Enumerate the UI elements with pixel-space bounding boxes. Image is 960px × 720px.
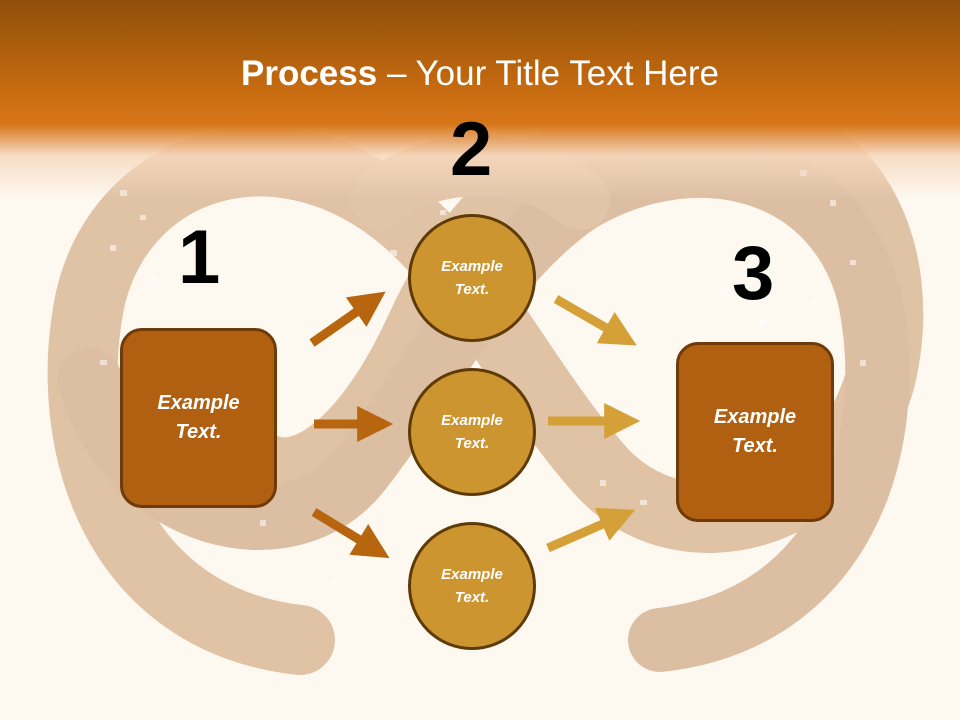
step-1-label: Example Text. xyxy=(157,392,240,443)
arrow-1-to-2a xyxy=(309,291,386,347)
step-1-number: 1 xyxy=(178,215,221,300)
step-1-box: Example Text. xyxy=(120,328,277,508)
arrow-2a-to-3 xyxy=(553,295,637,346)
title-band xyxy=(0,0,960,200)
step-2-circle-3: Example Text. xyxy=(408,522,536,650)
arrow-1-to-2c xyxy=(311,508,390,559)
step-2-circle-1: Example Text. xyxy=(408,214,536,342)
step-3-number: 3 xyxy=(732,231,775,316)
step-2-number: 2 xyxy=(450,107,493,192)
title-rest: Your Title Text Here xyxy=(415,54,720,93)
step-2-circle-2-label: Example Text. xyxy=(441,412,503,452)
step-2-circle-3-label: Example Text. xyxy=(441,566,503,606)
slide-title: Process – Your Title Text Here xyxy=(0,52,960,96)
step-3-box: Example Text. xyxy=(676,342,834,522)
step-2-circle-1-label: Example Text. xyxy=(441,258,503,298)
title-bold: Process xyxy=(241,54,378,93)
step-2-circle-2: Example Text. xyxy=(408,368,536,496)
step-3-label: Example Text. xyxy=(713,406,797,457)
title-dash: – xyxy=(377,54,416,93)
arrow-2c-to-3 xyxy=(546,507,636,553)
